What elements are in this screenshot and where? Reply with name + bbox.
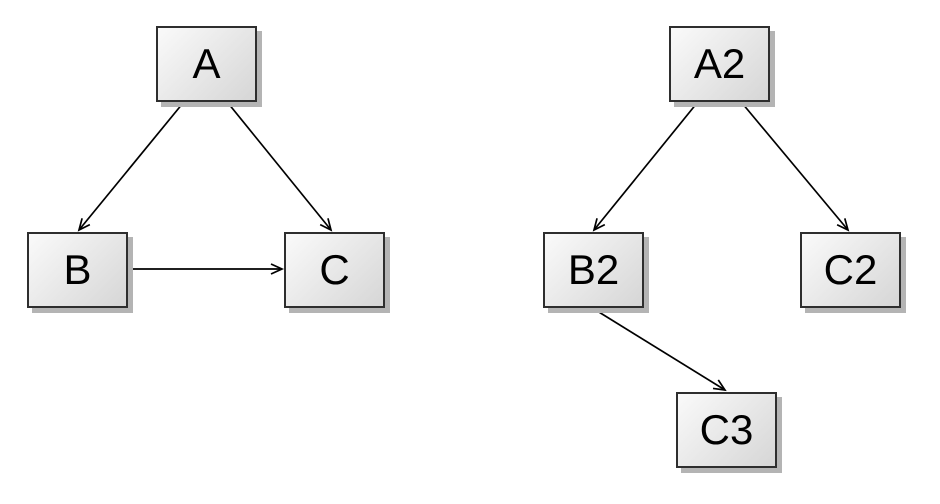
node-B2: B2 [543,232,644,308]
node-label: C3 [699,406,754,453]
node-A: A [156,26,257,102]
node-label: A2 [693,40,746,87]
node-C: C [284,232,385,308]
node-label: C [319,246,350,293]
node-C3: C3 [676,392,777,468]
node-label: A [192,40,221,87]
node-A2: A2 [669,26,770,102]
node-C2: C2 [800,232,901,308]
node-label: B2 [567,246,620,293]
node-B: B [27,232,128,308]
node-label: C2 [823,246,878,293]
node-label: B [63,246,92,293]
